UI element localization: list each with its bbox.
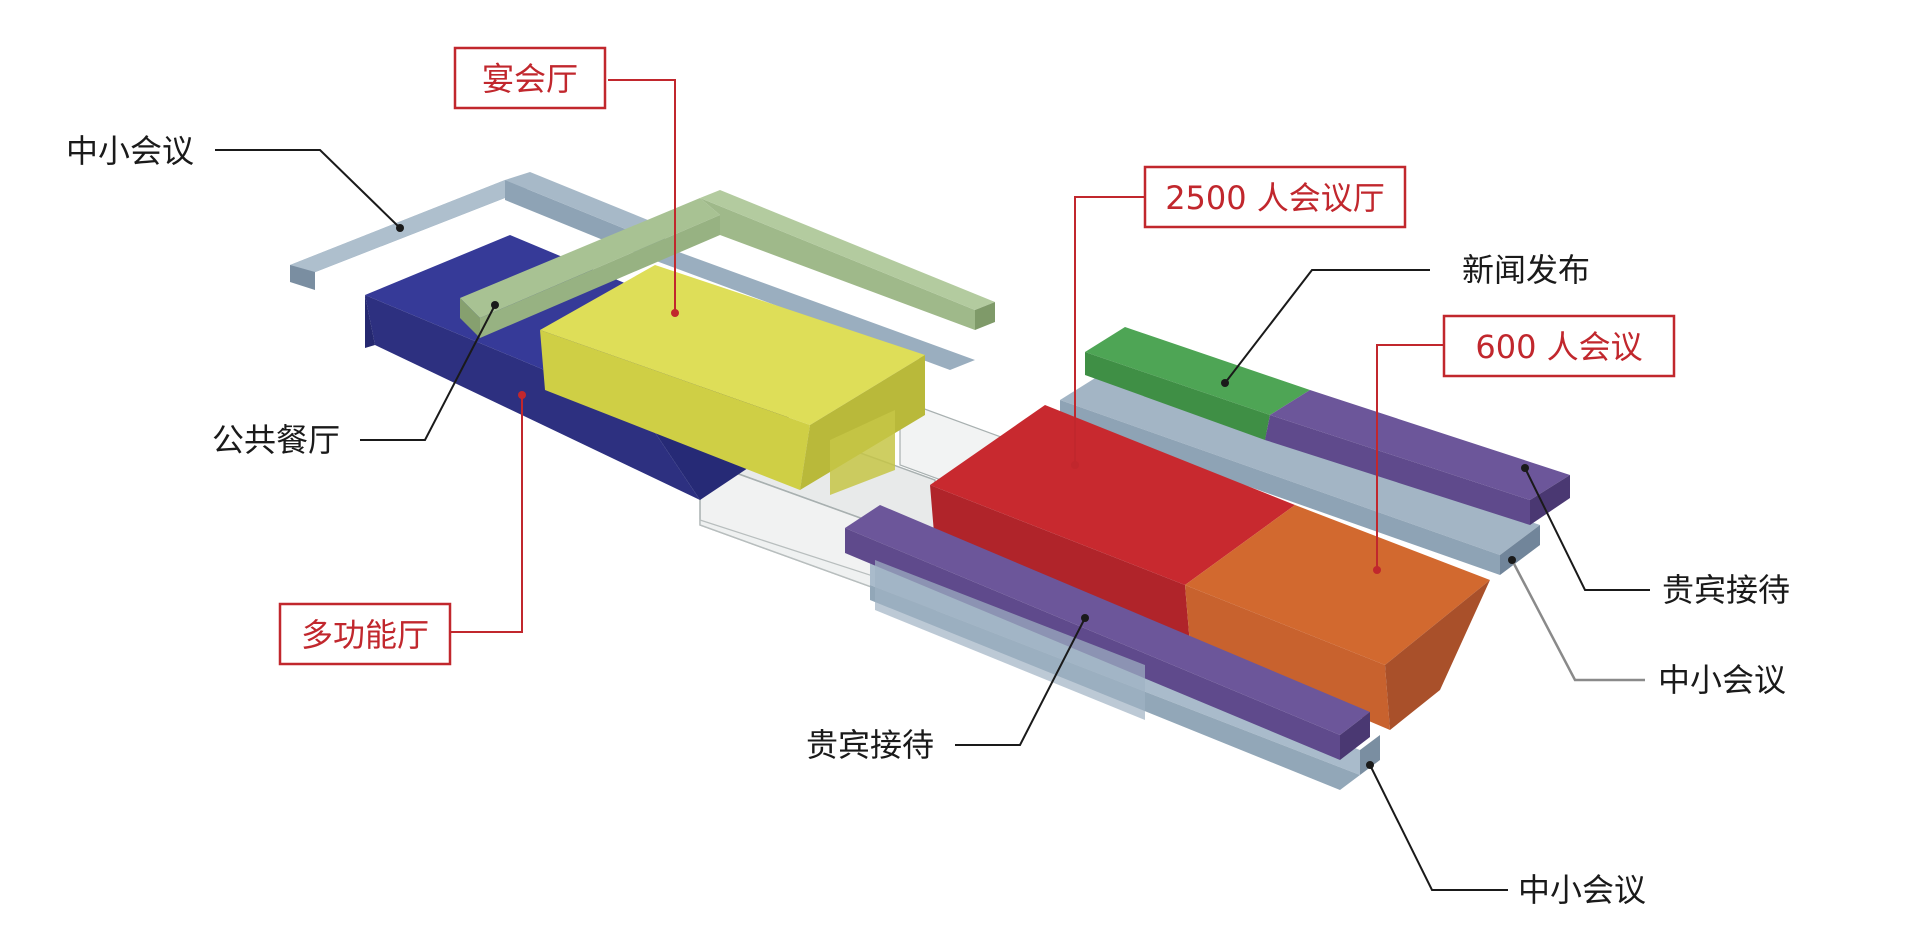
label-meeting-600: 600 人会议 bbox=[1442, 314, 1676, 378]
label-small-meeting-bottom: 中小会议 bbox=[1518, 871, 1646, 909]
leader-meeting-600 bbox=[1373, 344, 1444, 574]
label-meeting-600-text: 600 人会议 bbox=[1475, 328, 1642, 366]
leader-multi-function-hall bbox=[450, 391, 526, 633]
leader-vip-reception-front bbox=[955, 614, 1089, 746]
label-small-meeting-right: 中小会议 bbox=[1658, 661, 1786, 699]
label-multi-function-hall: 多功能厅 bbox=[278, 602, 452, 666]
leader-public-dining bbox=[360, 301, 499, 441]
label-hall-2500-text: 2500 人会议厅 bbox=[1165, 179, 1385, 217]
meeting-600-block bbox=[1185, 505, 1490, 730]
label-small-meeting-top-left: 中小会议 bbox=[66, 132, 194, 170]
label-multi-function-hall-text: 多功能厅 bbox=[301, 616, 429, 654]
vip-reception-block-right bbox=[1265, 390, 1570, 525]
banquet-hall-roof-block bbox=[460, 190, 995, 338]
leader-small-meeting-bottom bbox=[1366, 761, 1508, 891]
hall-2500-block bbox=[930, 405, 1295, 645]
label-banquet-hall-text: 宴会厅 bbox=[482, 60, 578, 98]
label-hall-2500: 2500 人会议厅 bbox=[1143, 165, 1407, 229]
label-vip-reception-right: 贵宾接待 bbox=[1662, 571, 1790, 609]
leader-small-meeting-right bbox=[1508, 556, 1645, 682]
leader-press-release bbox=[1221, 269, 1430, 387]
label-banquet-hall: 宴会厅 bbox=[453, 46, 607, 110]
press-release-block bbox=[1085, 327, 1310, 440]
leader-vip-reception-right bbox=[1521, 464, 1650, 591]
leader-hall-2500 bbox=[1071, 196, 1145, 469]
leader-banquet-hall bbox=[608, 79, 679, 317]
leader-small-meeting-top-left bbox=[215, 149, 404, 232]
label-press-release: 新闻发布 bbox=[1462, 251, 1590, 289]
vip-reception-block-front bbox=[845, 505, 1370, 760]
banquet-hall-block bbox=[540, 265, 925, 495]
label-vip-reception-front: 贵宾接待 bbox=[806, 726, 934, 764]
label-public-dining: 公共餐厅 bbox=[212, 421, 340, 459]
small-meeting-block-top-left bbox=[290, 172, 975, 370]
